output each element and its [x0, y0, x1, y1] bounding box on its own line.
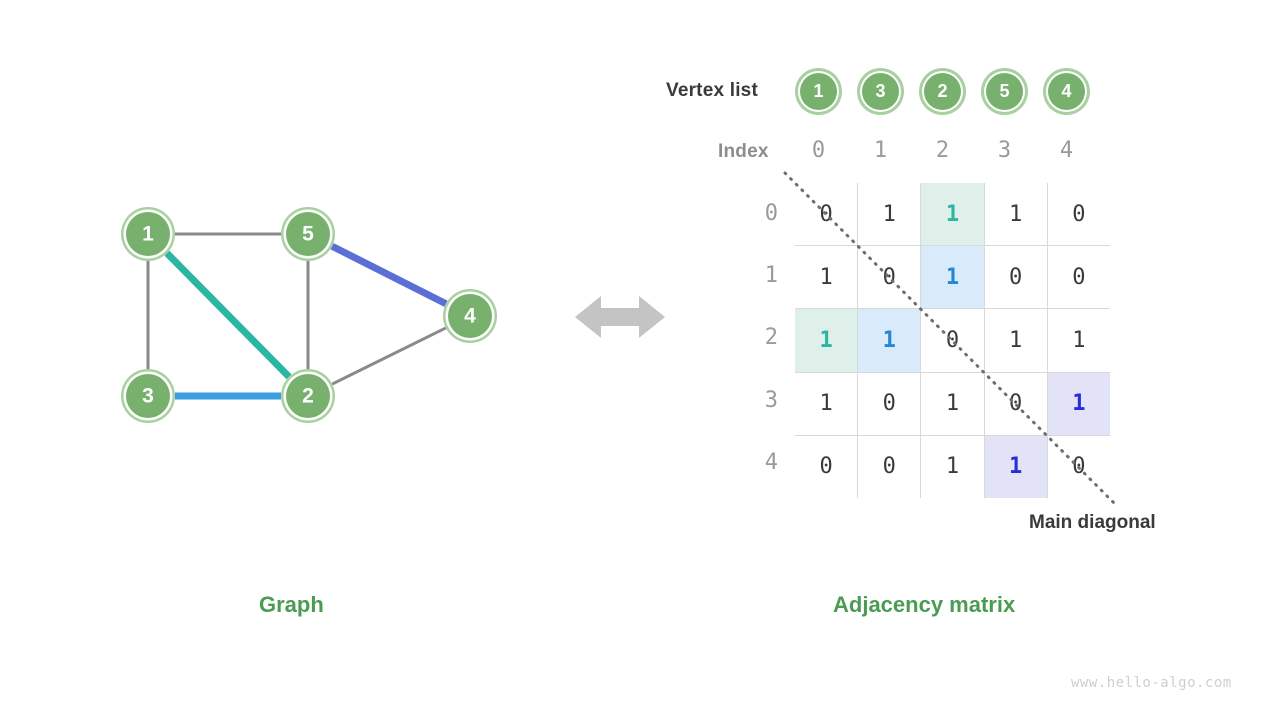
matrix-cell-1-0[interactable]: 1: [795, 245, 859, 310]
column-index-row: 0 1 2 3 4: [795, 138, 1090, 163]
row-index-0: 0: [764, 201, 778, 226]
matrix-cell-0-3[interactable]: 1: [984, 183, 1048, 247]
node-label: 1: [142, 223, 154, 246]
graph-node-2[interactable]: 2: [281, 369, 335, 423]
graph-node-1[interactable]: 1: [121, 207, 175, 261]
matrix-cell-0-2[interactable]: 1: [920, 183, 985, 247]
node-core: [448, 294, 492, 338]
matrix-cell-2-2[interactable]: 0: [920, 308, 985, 373]
matrix-cell-0-1[interactable]: 1: [857, 183, 922, 247]
graph-edge-group: [146, 232, 448, 400]
vertex-chip-2[interactable]: 2: [919, 68, 966, 115]
chip-label: 1: [800, 73, 837, 110]
row-index-1: 1: [764, 263, 778, 289]
chip-label: 4: [1048, 73, 1085, 110]
graph-edge: [331, 326, 447, 386]
chip-label: 2: [924, 73, 961, 110]
node-core: [126, 374, 170, 418]
matrix-cell-1-1[interactable]: 0: [857, 245, 922, 310]
matrix-cell-1-4[interactable]: 0: [1047, 245, 1110, 310]
matrix-cell-4-1[interactable]: 0: [857, 435, 922, 498]
row-index-3: 3: [764, 387, 778, 413]
matrix-cell-3-0[interactable]: 1: [795, 372, 859, 436]
index-label: Index: [718, 141, 769, 162]
chip-label: 5: [986, 73, 1023, 110]
matrix-cell-2-0[interactable]: 1: [795, 308, 859, 373]
matrix-cell-4-4[interactable]: 0: [1072, 454, 1086, 480]
node-label: 5: [302, 223, 314, 246]
matrix-cell-0-4[interactable]: 0: [1047, 183, 1110, 247]
matrix-cell-2-1[interactable]: 1: [857, 308, 922, 373]
column-index-4: 4: [1059, 138, 1074, 163]
matrix-cell-3-1[interactable]: 0: [857, 372, 922, 436]
column-index-2: 2: [935, 138, 950, 163]
row-index-column: 0 1 2 3 4: [728, 183, 778, 494]
matrix-cell-4-3[interactable]: 1: [984, 435, 1048, 498]
matrix-cell-4-0[interactable]: 0: [795, 435, 859, 498]
matrix-cell-1-3[interactable]: 0: [984, 245, 1048, 310]
graph-svg: 1 5 4 3 2: [121, 207, 497, 423]
node-label: 3: [142, 385, 154, 408]
main-diagonal-label: Main diagonal: [1029, 512, 1156, 533]
node-core: [126, 212, 170, 256]
graph-edge: [164, 250, 292, 380]
row-index-4: 4: [764, 449, 778, 475]
watermark: www.hello-algo.com: [1071, 675, 1232, 691]
matrix-cell-0-0[interactable]: 0: [795, 183, 859, 247]
vertex-chip-4[interactable]: 4: [1043, 68, 1090, 115]
vertex-list-label: Vertex list: [666, 80, 758, 101]
matrix-cell-3-2[interactable]: 1: [920, 372, 985, 436]
matrix-cell-3-4[interactable]: 1: [1047, 372, 1110, 436]
matrix-cell-3-3[interactable]: 0: [984, 372, 1048, 436]
matrix-cell-2-3[interactable]: 1: [984, 308, 1048, 373]
graph-caption: Graph: [259, 592, 324, 617]
row-index-2: 2: [764, 325, 778, 351]
vertex-chip-5[interactable]: 5: [981, 68, 1028, 115]
graph-node-group: 1 5 4 3 2: [121, 207, 497, 423]
node-core: [286, 212, 330, 256]
chip-label: 3: [862, 73, 899, 110]
column-index-0: 0: [811, 138, 826, 163]
node-label: 2: [302, 385, 314, 408]
vertex-chip-1[interactable]: 1: [795, 68, 842, 115]
graph-node-4[interactable]: 4: [443, 289, 497, 343]
graph-node-5[interactable]: 5: [281, 207, 335, 261]
node-label: 4: [464, 305, 476, 328]
column-index-1: 1: [873, 138, 888, 163]
graph-diagram: 1 5 4 3 2: [90, 180, 550, 460]
matrix-cell-2-4[interactable]: 1: [1047, 308, 1110, 373]
matrix-cell-1-2[interactable]: 1: [920, 245, 985, 310]
graph-node-3[interactable]: 3: [121, 369, 175, 423]
adjacency-matrix-caption: Adjacency matrix: [833, 592, 1016, 617]
graph-edge: [330, 243, 448, 307]
node-core: [286, 374, 330, 418]
vertex-chip-3[interactable]: 3: [857, 68, 904, 115]
column-index-3: 3: [997, 138, 1012, 163]
double-arrow-icon: [575, 292, 665, 342]
matrix-cell-4-2[interactable]: 1: [920, 435, 985, 498]
